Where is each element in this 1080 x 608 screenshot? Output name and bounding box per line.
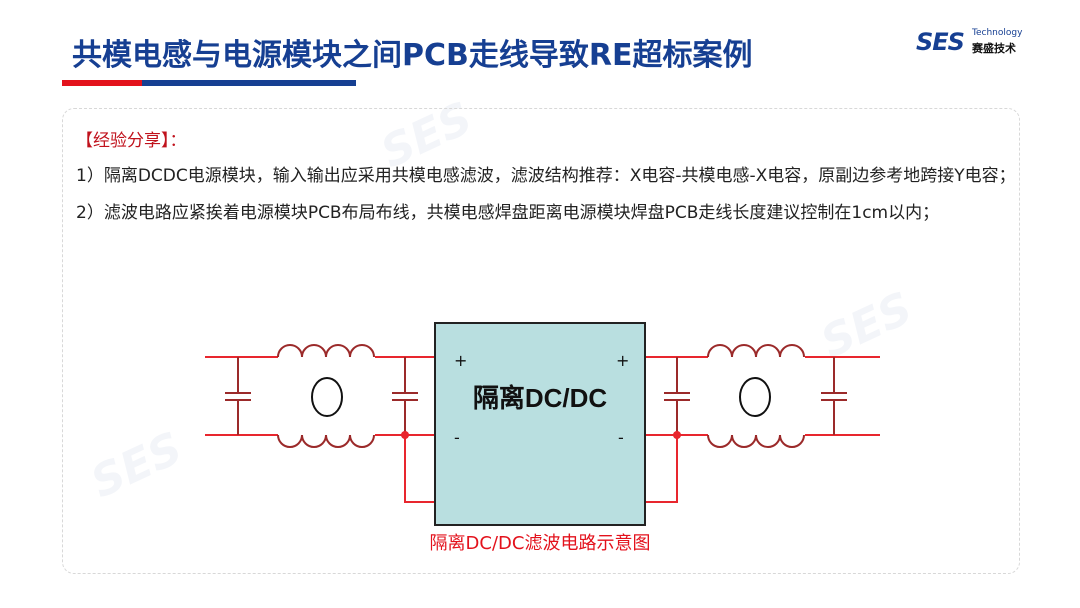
core-left — [311, 377, 343, 417]
junction-dot — [673, 431, 681, 439]
module-label: 隔离DC/DC — [473, 383, 608, 413]
core-right — [739, 377, 771, 417]
x-capacitor-1 — [225, 357, 251, 435]
output-plus: + — [616, 351, 629, 370]
logo-subtitle-en: Technology — [972, 28, 1023, 38]
x-capacitor-4 — [821, 357, 847, 435]
diagram-caption: 隔离DC/DC滤波电路示意图 — [429, 533, 651, 554]
inductor-left-top — [277, 344, 375, 358]
section-heading: 【经验分享】： — [76, 131, 187, 151]
output-minus: - — [618, 428, 624, 447]
paragraph: 1）隔离DCDC电源模块，输入输出应采用共模电感滤波，滤波结构推荐：X电容-共模… — [76, 166, 1016, 223]
logo-brand: SES — [916, 28, 965, 56]
input-plus: + — [454, 351, 467, 370]
title-underline-red — [62, 80, 142, 86]
page-title: 共模电感与电源模块之间PCB走线导致RE超标案例 — [72, 38, 753, 73]
body-text: 1）隔离DCDC电源模块，输入输出应采用共模电感滤波，滤波结构推荐：X电容-共模… — [76, 158, 1016, 232]
inductor-left-bottom — [277, 434, 375, 448]
inductor-right-bottom — [707, 434, 805, 448]
company-logo: SES Technology 赛盛技术 — [916, 28, 1036, 58]
input-minus: - — [454, 428, 460, 447]
title-underline-blue — [142, 80, 356, 86]
x-capacitor-2 — [392, 357, 418, 435]
inductor-right-top — [707, 344, 805, 358]
logo-subtitle-cn: 赛盛技术 — [972, 42, 1016, 55]
junction-dot — [401, 431, 409, 439]
dcdc-module — [434, 322, 646, 526]
content-panel — [62, 108, 1020, 574]
x-capacitor-3 — [664, 357, 690, 435]
